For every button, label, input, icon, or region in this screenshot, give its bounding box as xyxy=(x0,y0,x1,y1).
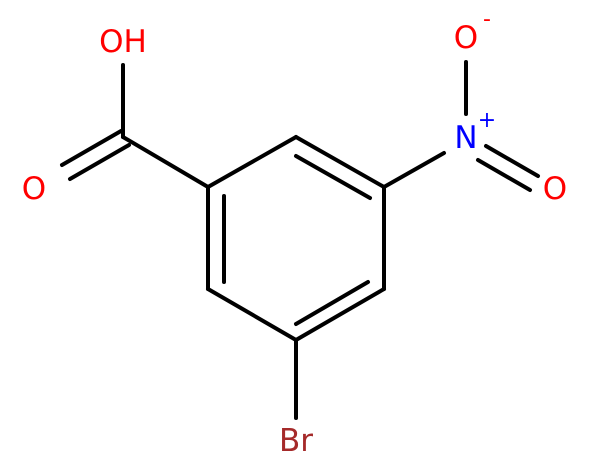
hydroxyl-label: OH xyxy=(99,24,147,60)
nitro-oxygen-top-label: O xyxy=(454,20,478,56)
ring-bond-c2-c3 xyxy=(294,135,386,189)
bond-ring-to-carboxyl-c xyxy=(121,135,210,189)
ring-bond-c1-c2 xyxy=(206,135,298,189)
ring-bond-c5-c6 xyxy=(206,287,298,342)
bond-nitro-n-o-right-a xyxy=(484,144,540,178)
nitro-nitrogen-label: N xyxy=(454,120,477,156)
bond-carbonyl-b xyxy=(68,143,131,181)
bond-nitro-n-o-right-b xyxy=(476,158,532,192)
nitro-nitrogen-charge: + xyxy=(478,108,496,133)
carboxyl-group xyxy=(60,63,210,189)
ring-inner-double-a xyxy=(294,154,372,200)
benzene-ring xyxy=(206,135,386,342)
nitro-oxygen-right-label: O xyxy=(543,171,567,207)
bromine-label: Br xyxy=(279,423,313,459)
nitro-group xyxy=(382,60,540,192)
ring-inner-double-b xyxy=(294,280,370,326)
carbonyl-oxygen-label: O xyxy=(22,171,46,207)
ring-bond-c4-c5 xyxy=(294,287,386,342)
nitro-oxygen-top-charge: - xyxy=(483,7,491,32)
bond-carbonyl-a xyxy=(60,129,123,167)
bond-ring-to-nitro-n xyxy=(382,151,446,189)
